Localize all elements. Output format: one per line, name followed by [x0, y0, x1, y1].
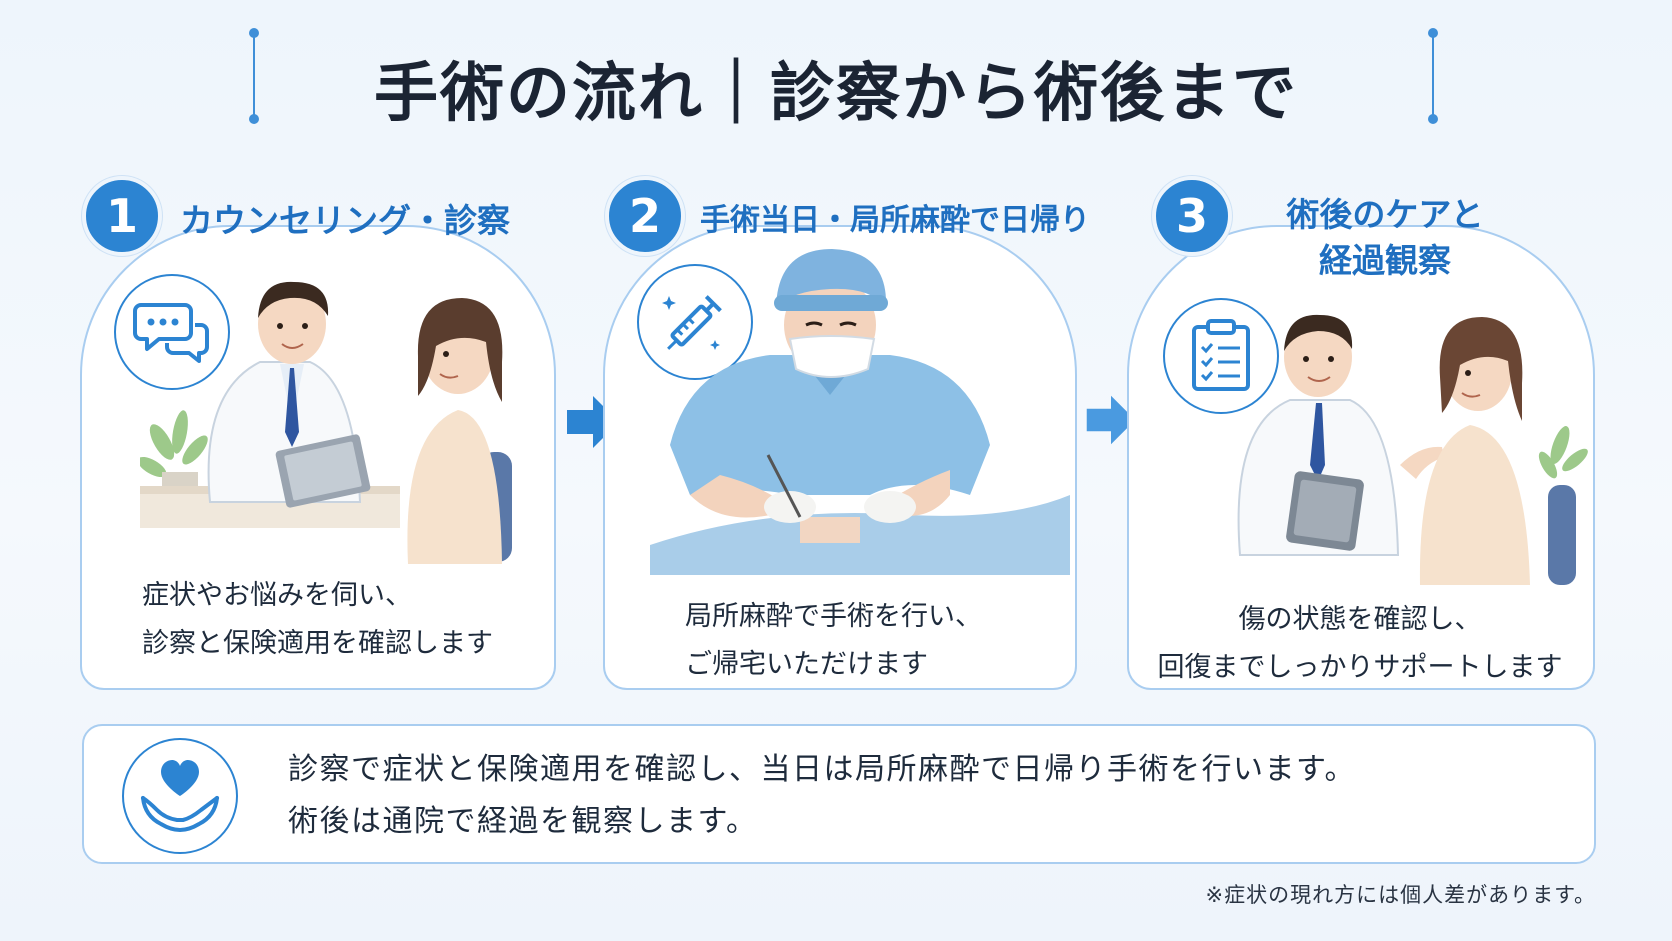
step-description-3-line2: 回復までしっかりサポートします	[1157, 652, 1563, 683]
consultation-illustration	[140, 281, 512, 564]
summary-text: 診察で症状と保険適用を確認し、当日は局所麻酔で日帰り手術を行います。 術後は通院…	[288, 744, 1356, 848]
arrow-right-icon	[1086, 395, 1136, 445]
step-description-3-line1: 傷の状態を確認し、	[1238, 604, 1482, 635]
summary-line2: 術後は通院で経過を観察します。	[288, 804, 758, 839]
step-description-1-line1: 症状やお悩みを伺い、	[142, 580, 412, 611]
step-description-1: 症状やお悩みを伺い、 診察と保険適用を確認します	[142, 572, 493, 668]
syringe-icon	[637, 264, 753, 380]
footnote: ※症状の現れ方には個人差があります。	[1205, 883, 1596, 907]
title-decoration-right	[1428, 28, 1438, 124]
step-description-3: 傷の状態を確認し、 回復までしっかりサポートします	[1130, 596, 1590, 692]
page-title: 手術の流れ｜診察から術後まで	[374, 57, 1298, 131]
step-title-3-line2: 経過観察	[1319, 241, 1451, 280]
clipboard-checklist-icon	[1163, 298, 1279, 414]
step-number-1: 1	[82, 176, 162, 256]
title-row: 手術の流れ｜診察から術後まで	[0, 28, 1672, 131]
surgery-illustration	[650, 249, 1070, 575]
step-description-2-line2: ご帰宅いただけます	[685, 649, 928, 680]
step-description-2-line1: 局所麻酔で手術を行い、	[685, 601, 982, 632]
step-title-2: 手術当日・局所麻酔で日帰り	[700, 203, 1090, 238]
followup-illustration	[1237, 314, 1588, 585]
summary-box: 診察で症状と保険適用を確認し、当日は局所麻酔で日帰り手術を行います。 術後は通院…	[82, 724, 1596, 864]
chat-bubbles-icon	[114, 274, 230, 390]
step-title-1: カウンセリング・診察	[180, 201, 510, 240]
step-number-3: 3	[1152, 176, 1232, 256]
step-number-2: 2	[605, 176, 685, 256]
title-decoration-left	[249, 28, 259, 124]
step-title-3-line1: 術後のケアと	[1286, 195, 1484, 234]
step-description-2: 局所麻酔で手術を行い、 ご帰宅いただけます	[685, 593, 982, 689]
step-description-1-line2: 診察と保険適用を確認します	[142, 628, 493, 659]
step-title-3: 術後のケアと 経過観察	[1255, 192, 1515, 284]
summary-line1: 診察で症状と保険適用を確認し、当日は局所麻酔で日帰り手術を行います。	[288, 752, 1356, 787]
heart-in-hands-icon	[122, 738, 238, 854]
